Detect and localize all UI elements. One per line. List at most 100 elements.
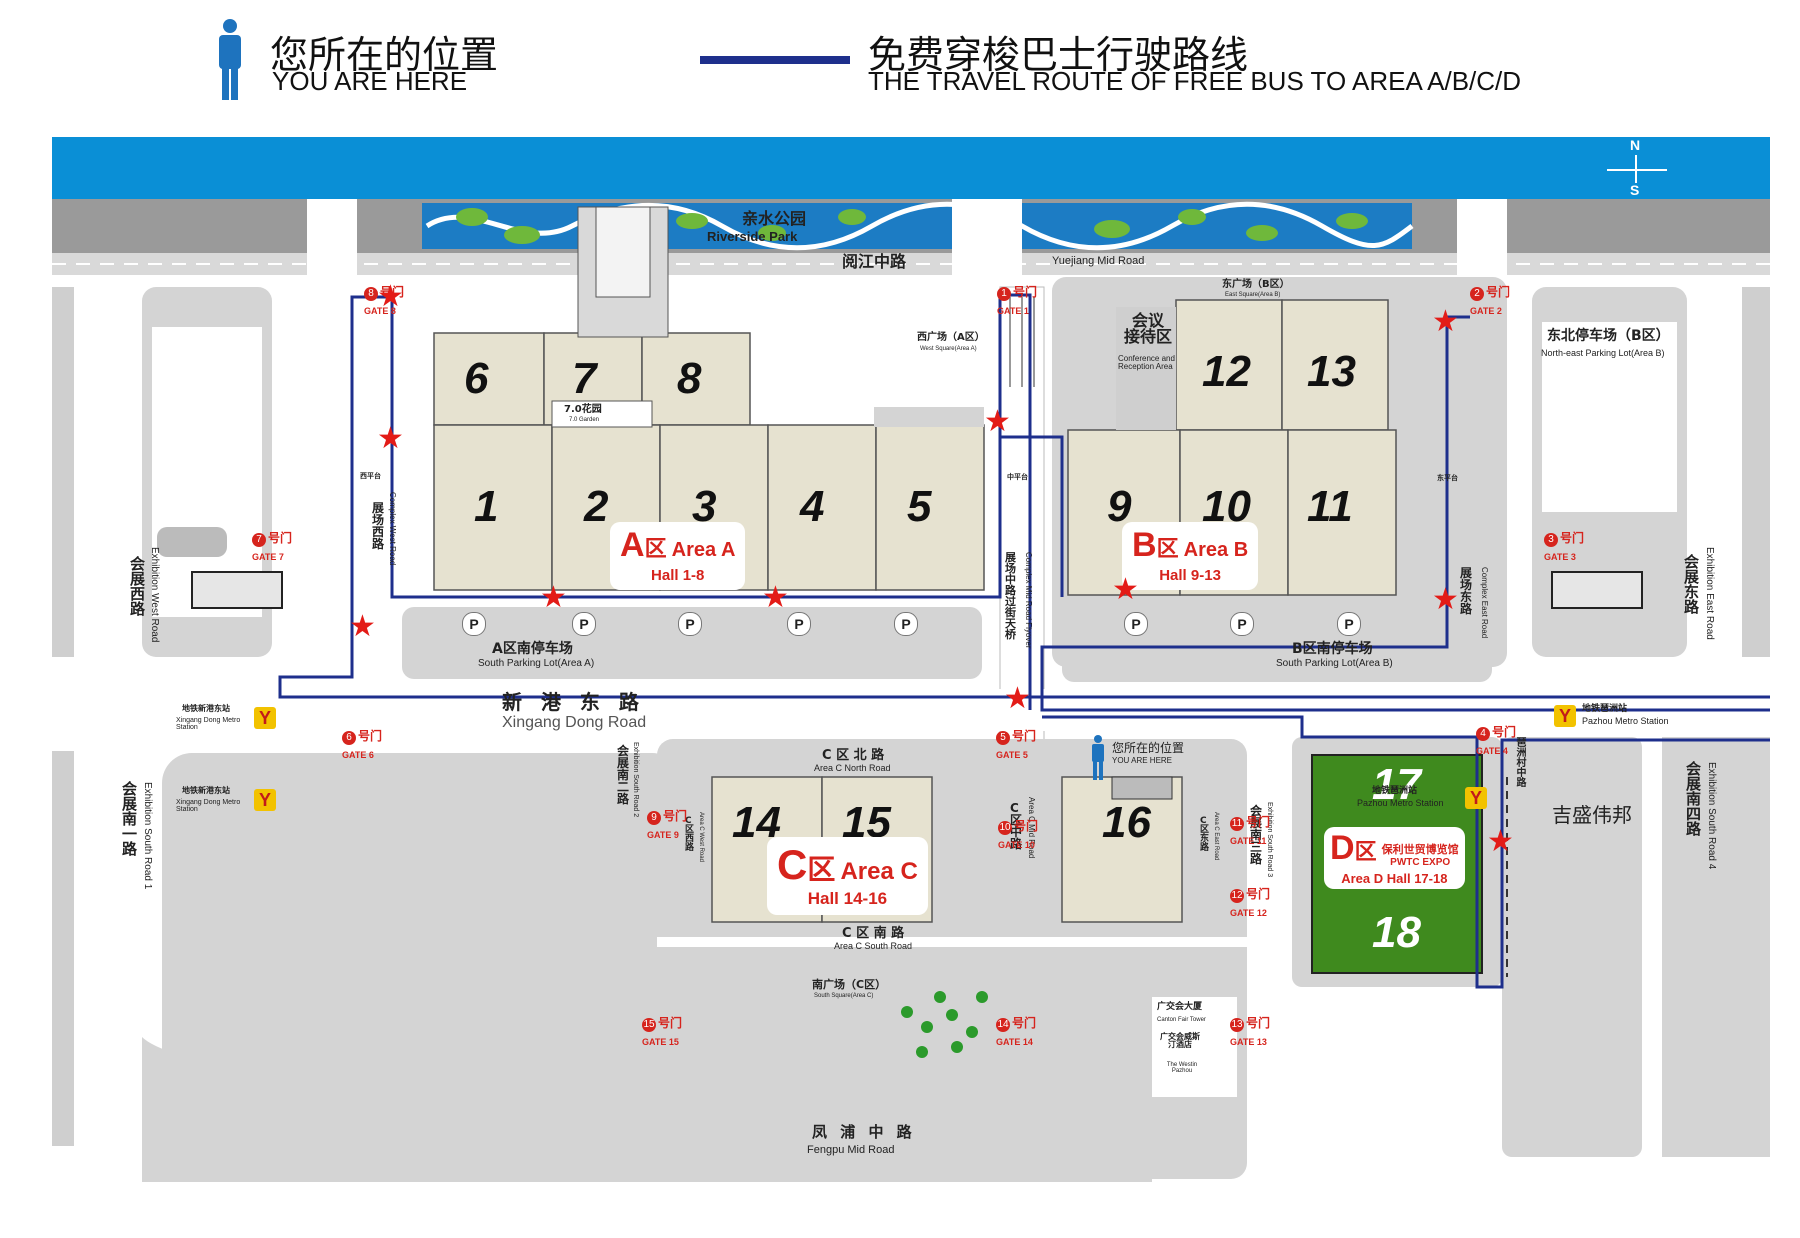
bus-route-line-sample bbox=[700, 56, 850, 64]
west-road-en: Exhibition West Road bbox=[149, 547, 160, 643]
parking-icon: P bbox=[894, 612, 918, 636]
hall-7: 7 bbox=[572, 354, 597, 403]
b-parking-cn: B区南停车场 bbox=[1292, 641, 1373, 657]
east-platform-label: 东平台 bbox=[1437, 474, 1458, 482]
east-road-cn: 会 展 东 路 bbox=[1684, 553, 1700, 616]
area-a-badge: A区 Area A Hall 1-8 bbox=[610, 522, 746, 590]
hall-2: 2 bbox=[584, 482, 609, 531]
b-parking-en: South Parking Lot(Area B) bbox=[1276, 658, 1393, 669]
west-square-en: West Square(Area A) bbox=[920, 346, 977, 352]
east-road-en: Exhibition East Road bbox=[1704, 547, 1715, 640]
bus-stop-star-icon: ★ bbox=[1432, 582, 1459, 617]
hall-3: 3 bbox=[692, 482, 717, 531]
c-north-road-cn: C 区 北 路 bbox=[822, 748, 885, 763]
compass-south: S bbox=[1630, 182, 1640, 198]
parking-icon: P bbox=[787, 612, 811, 636]
bus-stop-star-icon: ★ bbox=[349, 609, 376, 644]
metro-icon: Y bbox=[254, 707, 276, 729]
compass-north: N bbox=[1630, 137, 1641, 153]
hall-17: 17 bbox=[1372, 760, 1421, 809]
metro-icon: Y bbox=[1465, 787, 1487, 809]
complex-west-road-cn: 展 场 西 路 bbox=[372, 501, 385, 551]
complex-mid-road-cn: 展 场 中 路 过 街 天 桥 bbox=[1005, 551, 1016, 641]
c-west-road-cn: C 区 西 路 bbox=[685, 816, 695, 853]
hall-1: 1 bbox=[474, 482, 499, 531]
conference-area-en: Conference and Reception Area bbox=[1118, 354, 1175, 371]
canton-fair-tower-en: Canton Fair Tower bbox=[1157, 1017, 1206, 1023]
hall-4: 4 bbox=[800, 482, 825, 531]
c-east-road-en: Area C East Road bbox=[1213, 812, 1219, 861]
garden-en: 7.0 Garden bbox=[569, 417, 600, 423]
hall-6: 6 bbox=[464, 354, 489, 403]
hall-5: 5 bbox=[907, 482, 932, 531]
a-parking-cn: A区南停车场 bbox=[492, 641, 573, 657]
c-south-road-cn: C 区 南 路 bbox=[842, 926, 905, 941]
xingang-road-en: Xingang Dong Road bbox=[502, 714, 647, 731]
c-west-road-en: Area C West Road bbox=[698, 812, 704, 862]
person-icon bbox=[219, 19, 241, 100]
jisheng-weibang-label: 吉盛伟邦 bbox=[1552, 803, 1632, 827]
hall-12: 12 bbox=[1202, 347, 1251, 396]
parking-icon: P bbox=[1337, 612, 1361, 636]
river bbox=[52, 137, 1770, 199]
bus-stop-star-icon: ★ bbox=[540, 580, 567, 615]
central-platform-label: 中平台 bbox=[1007, 473, 1028, 481]
parking-icon: P bbox=[1124, 612, 1148, 636]
south-square-cn: 南广场（C区） bbox=[812, 978, 887, 991]
map-legend: 您所在的位置 YOU ARE HERE 免费穿梭巴士行驶路线 THE TRAVE… bbox=[0, 0, 1800, 120]
parking-icon: P bbox=[462, 612, 486, 636]
south-road-1-en: Exhibition South Road 1 bbox=[142, 782, 153, 890]
south-road-1-cn: 会 展 南 一 路 bbox=[122, 780, 138, 858]
parking-icon: P bbox=[1230, 612, 1254, 636]
metro-icon: Y bbox=[254, 789, 276, 811]
area-b-badge: B区 Area B Hall 9-13 bbox=[1122, 522, 1259, 590]
south-road-2-en: Exhibition South Road 2 bbox=[632, 742, 639, 818]
you-are-here-title: 您所在的位置 bbox=[270, 33, 499, 77]
c-east-road-cn: C 区 东 路 bbox=[1200, 816, 1210, 853]
c-south-road-en: Area C South Road bbox=[834, 941, 913, 951]
bus-route-subtitle: THE TRAVEL ROUTE OF FREE BUS TO AREA A/B… bbox=[868, 66, 1522, 96]
bus-route-title: 免费穿梭巴士行驶路线 bbox=[868, 33, 1249, 77]
westin-en: The Westin Pazhou bbox=[1166, 1062, 1198, 1074]
parking-icon: P bbox=[678, 612, 702, 636]
complex-east-road-cn: 展 场 东 路 bbox=[1460, 566, 1473, 616]
bus-stop-star-icon: ★ bbox=[1112, 572, 1139, 607]
you-are-here-map-en: YOU ARE HERE bbox=[1112, 756, 1173, 765]
west-road-cn: 会 展 西 路 bbox=[130, 555, 146, 618]
bus-stop-star-icon: ★ bbox=[762, 580, 789, 615]
fengpu-road-cn: 凤 浦 中 路 bbox=[812, 1123, 916, 1141]
west-square-cn: 西广场（A区） bbox=[917, 332, 985, 343]
ne-parking-cn: 东北停车场（B区） bbox=[1547, 328, 1670, 344]
south-road-2-cn: 会 展 南 二 路 bbox=[617, 744, 630, 806]
hall-13: 13 bbox=[1307, 347, 1356, 396]
a-south-parking bbox=[402, 607, 982, 679]
bus-stop-star-icon: ★ bbox=[984, 404, 1011, 439]
you-are-here-marker-icon bbox=[1092, 735, 1104, 780]
hall-11: 11 bbox=[1307, 482, 1353, 531]
east-square-cn: 东广场（B区） bbox=[1222, 279, 1290, 290]
south-road-3-cn: 会 展 南 三 路 bbox=[1250, 804, 1263, 866]
westin-cn: 广交会威斯汀酒店 bbox=[1160, 1032, 1200, 1049]
you-are-here-subtitle: YOU ARE HERE bbox=[272, 66, 468, 96]
canton-fair-tower-cn: 广交会大厦 bbox=[1157, 1002, 1203, 1012]
c-mid-road-cn: C 区 中 路 bbox=[1010, 801, 1023, 851]
ne-parking-en: North-east Parking Lot(Area B) bbox=[1541, 348, 1665, 358]
conference-area-cn: 会议 接待区 bbox=[1124, 311, 1173, 346]
bus-stop-star-icon: ★ bbox=[1004, 681, 1031, 716]
south-square-en: South Square(Area C) bbox=[814, 993, 874, 999]
parking-icon: P bbox=[572, 612, 596, 636]
hall-9: 9 bbox=[1107, 482, 1132, 531]
